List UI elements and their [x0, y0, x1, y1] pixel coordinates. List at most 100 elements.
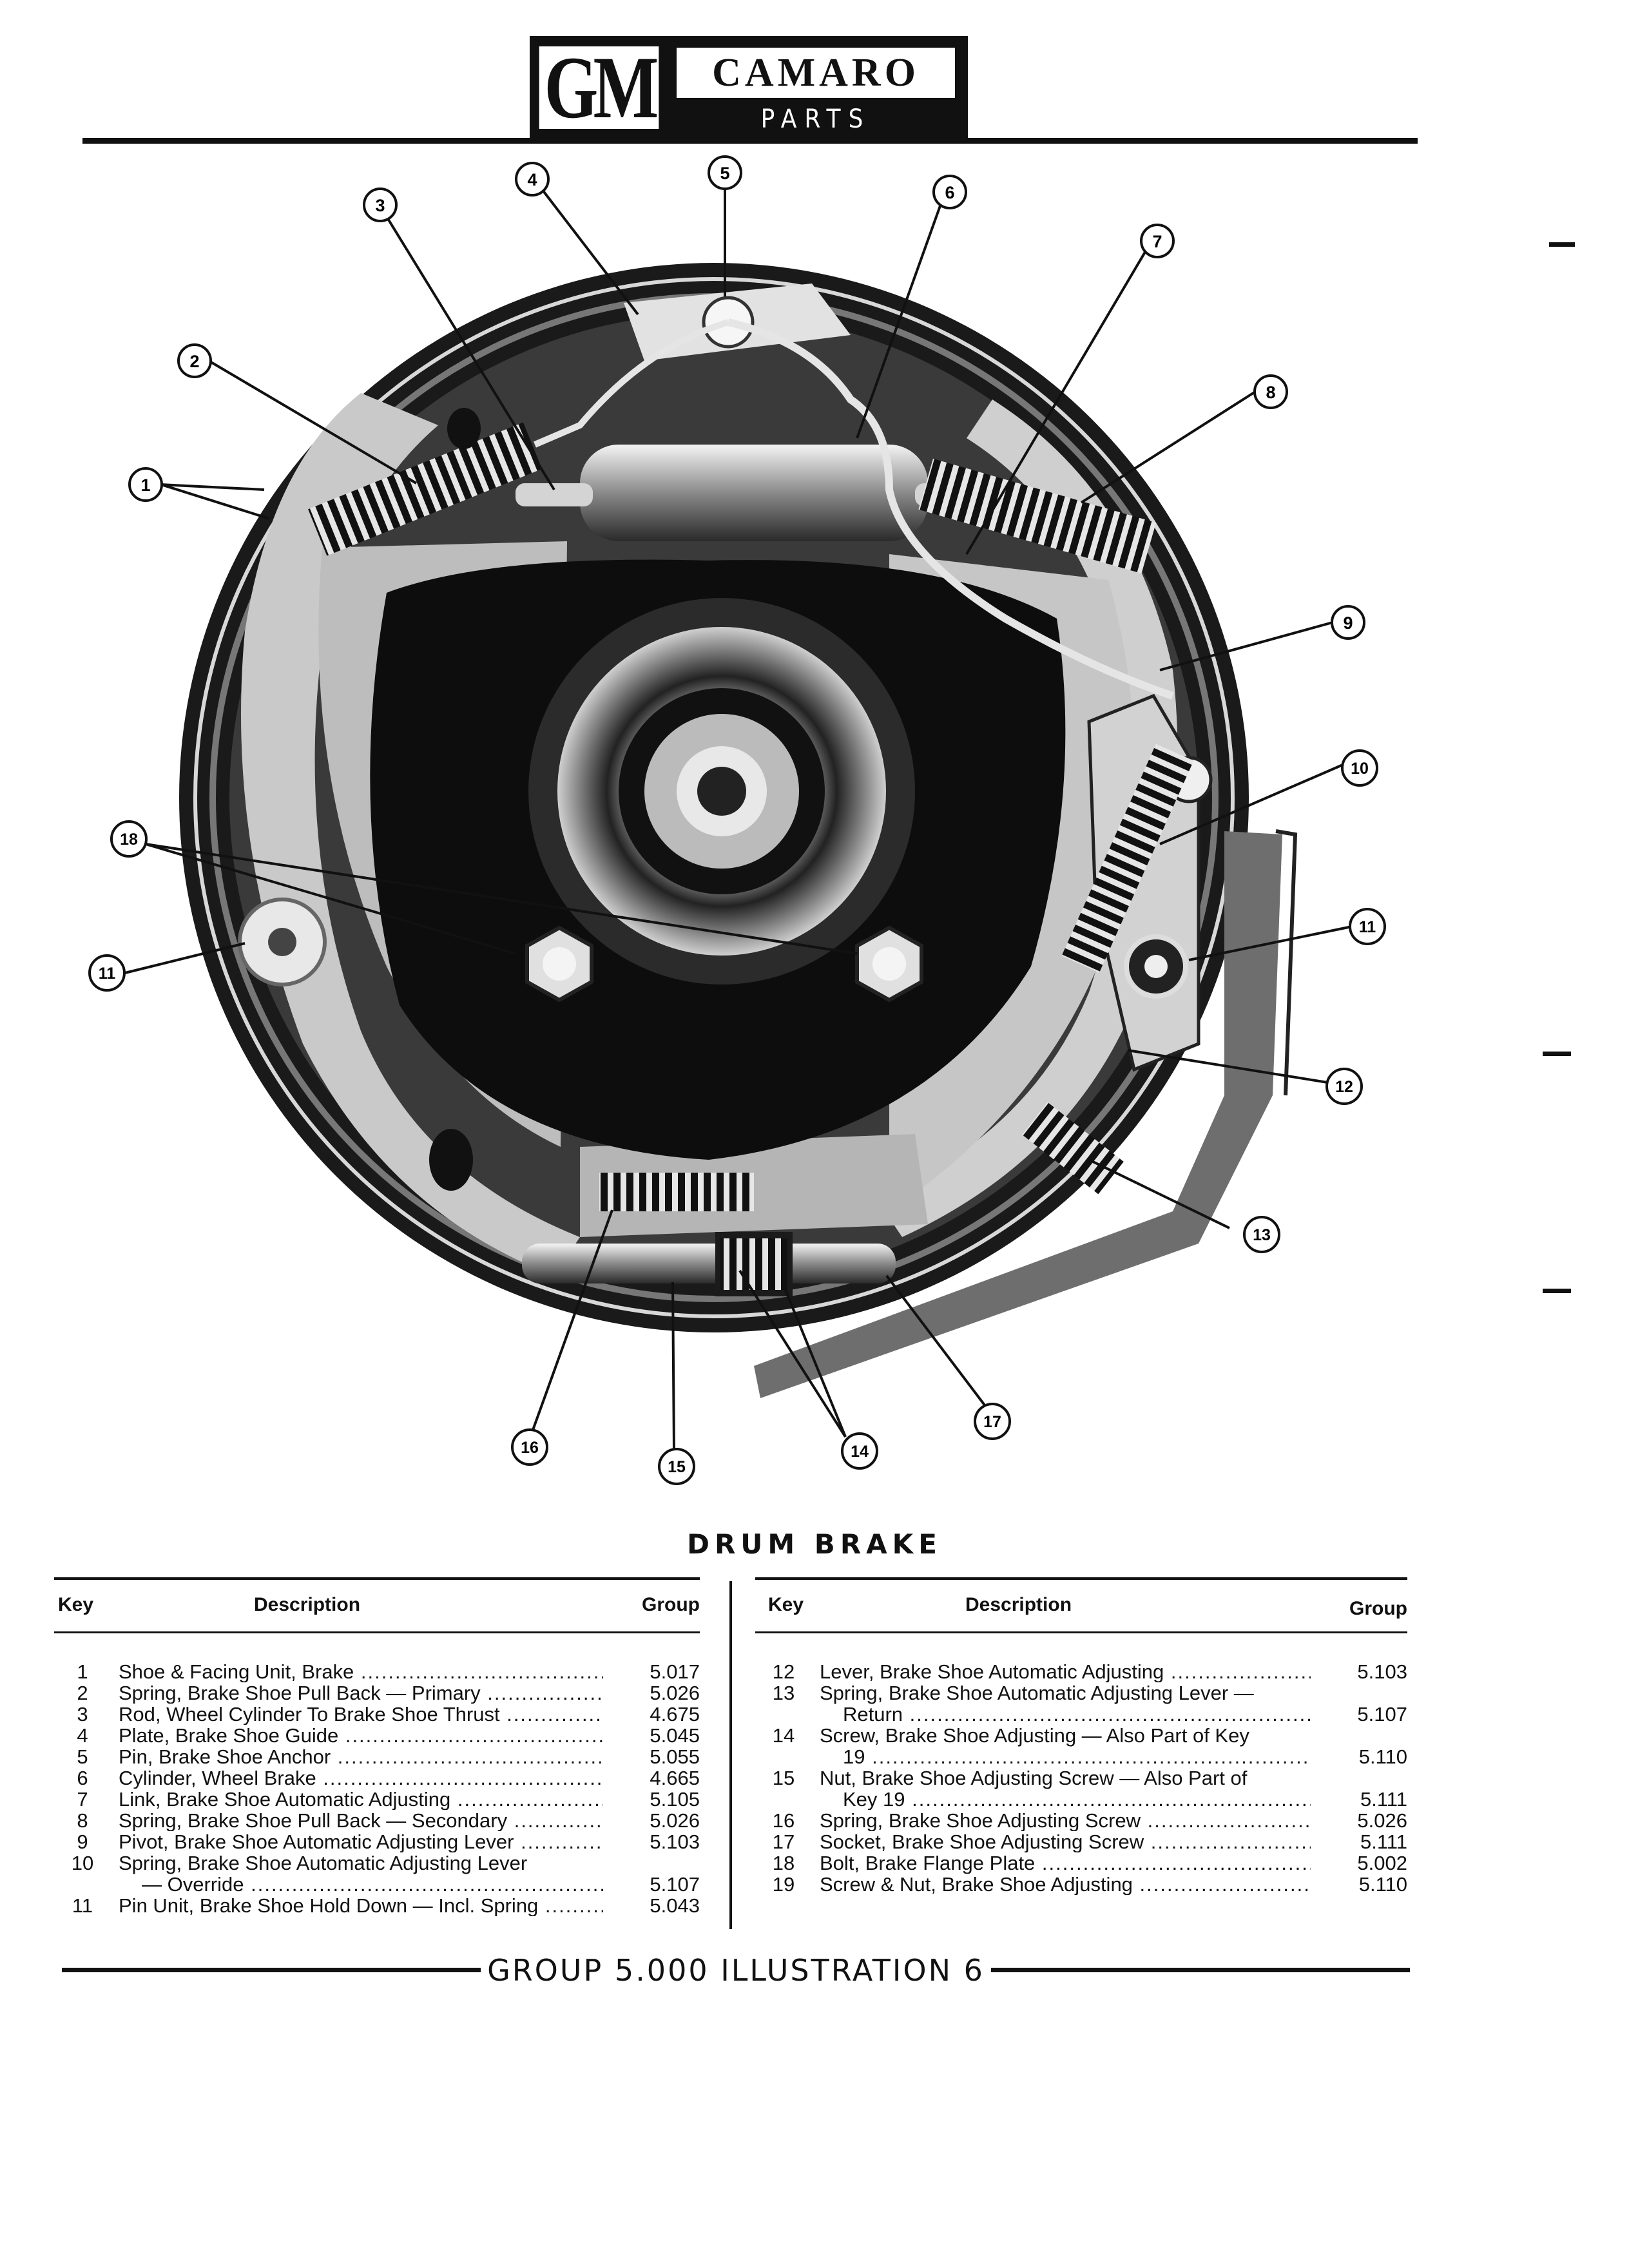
part-group: 5.103 [650, 1831, 700, 1853]
part-description: Link, Brake Shoe Automatic Adjusting ...… [119, 1789, 603, 1810]
callout-3: 3 [363, 187, 398, 222]
part-key: 13 [772, 1682, 795, 1704]
svg-text:1: 1 [140, 476, 150, 495]
part-description-text: Socket, Brake Shoe Adjusting Screw [820, 1831, 1144, 1852]
part-group: 5.111 [1360, 1788, 1407, 1811]
part-key: 8 [77, 1809, 88, 1832]
part-description: Plate, Brake Shoe Guide ................… [119, 1725, 603, 1746]
svg-text:18: 18 [120, 831, 138, 849]
part-group: 4.665 [650, 1767, 700, 1789]
part-description-text: Spring, Brake Shoe Pull Back — Secondary [119, 1810, 508, 1831]
parts-row: 6 Cylinder, Wheel Brake .................… [54, 1767, 700, 1789]
brake-backing-assembly [179, 263, 1298, 1398]
part-group: 5.110 [1358, 1873, 1407, 1896]
parts-row: 10 Spring, Brake Shoe Automatic Adjusting… [54, 1852, 700, 1895]
part-description: Nut, Brake Shoe Adjusting Screw — Also P… [820, 1767, 1311, 1810]
part-key: 5 [77, 1745, 88, 1768]
part-key: 6 [77, 1767, 88, 1789]
part-description-line2: — Override [142, 1873, 244, 1895]
part-description: Lever, Brake Shoe Automatic Adjusting ..… [820, 1661, 1311, 1682]
svg-text:14: 14 [851, 1443, 869, 1461]
part-group: 5.110 [1358, 1745, 1407, 1768]
adjusting-spring [599, 1173, 754, 1211]
callout-4: 4 [515, 162, 550, 197]
svg-text:7: 7 [1152, 232, 1162, 251]
callout-13: 13 [1243, 1216, 1280, 1253]
part-description: Cylinder, Wheel Brake ..................… [119, 1767, 603, 1789]
table-rule [755, 1577, 1407, 1580]
part-description-continued: Return .................................… [843, 1703, 1311, 1725]
parts-row: 7 Link, Brake Shoe Automatic Adjusting ..… [54, 1789, 700, 1810]
header-rule [82, 138, 1418, 144]
part-key: 7 [77, 1788, 88, 1811]
callout-5: 5 [708, 155, 742, 190]
footer: GROUP 5.000 ILLUSTRATION 6 [62, 1951, 1410, 1990]
part-description-text: Screw & Nut, Brake Shoe Adjusting [820, 1874, 1133, 1895]
part-group: 5.026 [650, 1682, 700, 1704]
part-key: 11 [72, 1894, 93, 1917]
part-description-text: Lever, Brake Shoe Automatic Adjusting [820, 1661, 1164, 1682]
part-group: 5.002 [1357, 1852, 1407, 1874]
part-description-line2: Key 19 [843, 1788, 905, 1810]
part-description-text: Bolt, Brake Flange Plate [820, 1852, 1036, 1874]
part-key: 2 [77, 1682, 88, 1704]
callout-18: 18 [110, 820, 148, 858]
parts-row: 13 Spring, Brake Shoe Automatic Adjusting… [755, 1682, 1407, 1725]
callout-7: 7 [1140, 224, 1175, 258]
svg-text:5: 5 [720, 164, 729, 183]
svg-text:3: 3 [375, 196, 385, 215]
callouts: 1 2 3 4 5 6 7 8 9 10 11 11 12 13 14 15 1… [88, 155, 1386, 1485]
override-spring [1061, 744, 1194, 973]
part-group: 5.055 [650, 1745, 700, 1768]
callout-8: 8 [1253, 374, 1288, 409]
part-description-text: Pin, Brake Shoe Anchor [119, 1746, 331, 1767]
part-description-line2: 19 [843, 1745, 865, 1767]
svg-text:13: 13 [1253, 1226, 1271, 1244]
part-description-continued: 19 .....................................… [843, 1745, 1311, 1767]
primary-spring [308, 422, 543, 556]
column-divider [729, 1581, 732, 1929]
svg-text:15: 15 [668, 1458, 686, 1476]
part-description-text: Spring, Brake Shoe Automatic Adjusting L… [820, 1682, 1254, 1704]
part-description-text: Pivot, Brake Shoe Automatic Adjusting Le… [119, 1831, 514, 1852]
part-group: 5.107 [1357, 1703, 1407, 1725]
svg-text:11: 11 [1359, 918, 1376, 936]
part-description: Spring, Brake Shoe Automatic Adjusting L… [820, 1682, 1311, 1725]
parts-row: 3 Rod, Wheel Cylinder To Brake Shoe Thrus… [54, 1704, 700, 1725]
header-key: Key [768, 1594, 804, 1615]
gm-camaro-logo: GM CAMARO PARTS CATALOGUE [530, 36, 968, 166]
table-rule [54, 1631, 700, 1633]
part-description-text: Rod, Wheel Cylinder To Brake Shoe Thrust [119, 1704, 500, 1725]
callout-14: 14 [841, 1432, 878, 1470]
svg-text:8: 8 [1266, 383, 1275, 402]
part-group: 5.026 [1357, 1809, 1407, 1832]
part-description: Bolt, Brake Flange Plate ...............… [820, 1852, 1311, 1874]
part-key: 17 [772, 1831, 795, 1853]
part-description-continued: — Override .............................… [142, 1873, 603, 1895]
svg-text:9: 9 [1343, 613, 1353, 633]
part-key: 10 [71, 1852, 94, 1874]
wheel-cylinder [580, 445, 928, 541]
part-group: 4.675 [650, 1703, 700, 1725]
footer-rule-right [933, 1968, 1410, 1972]
svg-text:4: 4 [527, 170, 537, 189]
automatic-adjusting-link [727, 318, 1174, 700]
part-description: Spring, Brake Shoe Automatic Adjusting L… [119, 1852, 603, 1895]
part-key: 3 [77, 1703, 88, 1725]
callout-15: 15 [658, 1448, 695, 1485]
part-description-line2: Return [843, 1703, 903, 1725]
callout-17: 17 [974, 1403, 1011, 1440]
part-key: 18 [772, 1852, 795, 1874]
part-description: Spring, Brake Shoe Adjusting Screw .....… [820, 1810, 1311, 1831]
gm-logo-mark: GM [536, 43, 662, 133]
parts-row: 2 Spring, Brake Shoe Pull Back — Primary … [54, 1682, 700, 1704]
part-description: Rod, Wheel Cylinder To Brake Shoe Thrust… [119, 1704, 603, 1725]
part-description: Spring, Brake Shoe Pull Back — Primary .… [119, 1682, 603, 1704]
callout-6: 6 [932, 175, 967, 209]
